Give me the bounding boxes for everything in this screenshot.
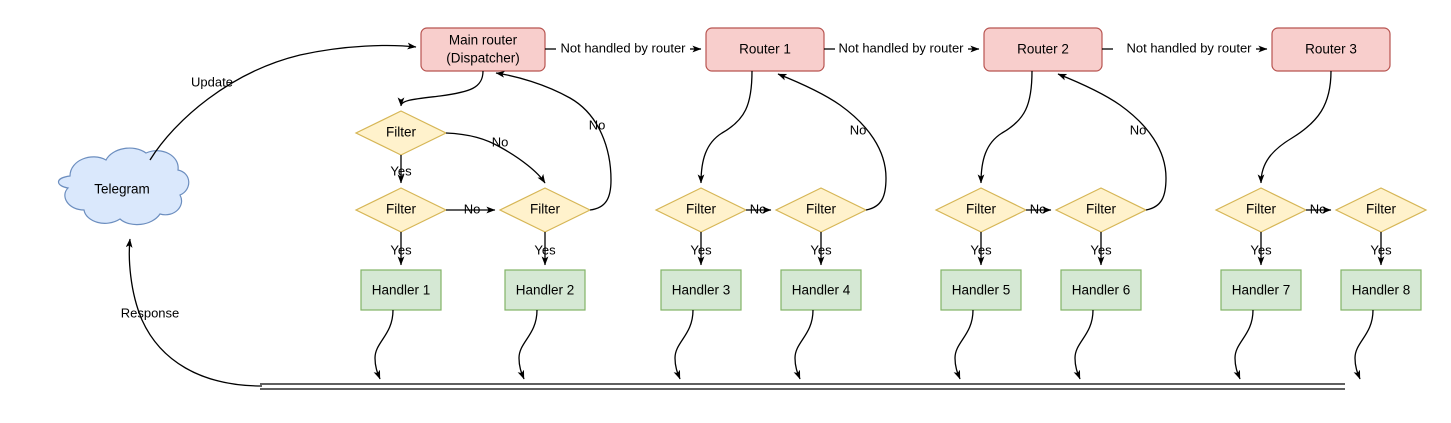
filter-0-label: Filter xyxy=(386,125,417,140)
edge-h3-to-bus xyxy=(673,309,694,380)
edge-label-yes-8: Yes xyxy=(1250,242,1272,257)
cloud-label: Telegram xyxy=(94,182,150,197)
filter-5-label: Filter xyxy=(966,202,997,217)
edge-h1-to-bus xyxy=(373,309,394,380)
edge-label-yes-7: Yes xyxy=(1090,242,1112,257)
router-node-3[interactable]: Router 3 xyxy=(1271,27,1391,72)
handler-8-label: Handler 8 xyxy=(1352,283,1411,298)
filter-node-4[interactable]: Filter xyxy=(774,187,868,233)
edge-r1-to-f3 xyxy=(697,70,753,184)
edge-label-not-handled-1: Not handled by router xyxy=(560,40,686,55)
filter-1-label: Filter xyxy=(386,202,417,217)
filter-6-label: Filter xyxy=(1086,202,1117,217)
filter-node-6[interactable]: Filter xyxy=(1054,187,1148,233)
handler-4-label: Handler 4 xyxy=(792,283,851,298)
edge-label-no-a: No xyxy=(492,134,509,149)
filter-node-8[interactable]: Filter xyxy=(1334,187,1428,233)
router-node-1[interactable]: Router 1 xyxy=(705,27,825,72)
handler-5-label: Handler 5 xyxy=(952,283,1011,298)
router-node-2[interactable]: Router 2 xyxy=(983,27,1103,72)
edge-label-yes-4: Yes xyxy=(690,242,712,257)
edge-label-no-c: No xyxy=(589,117,606,132)
edge-f0-no-f2 xyxy=(445,132,546,184)
edge-h8-to-bus xyxy=(1353,309,1374,380)
edge-update xyxy=(149,42,417,161)
filter-7-label: Filter xyxy=(1246,202,1277,217)
edge-h4-to-bus xyxy=(793,309,814,380)
edge-label-not-handled-2: Not handled by router xyxy=(838,40,964,55)
handler-3-label: Handler 3 xyxy=(672,283,731,298)
filter-node-0[interactable]: Filter xyxy=(354,110,448,156)
filter-node-1[interactable]: Filter xyxy=(354,187,448,233)
filter-8-label: Filter xyxy=(1366,202,1397,217)
edge-label-no-d: No xyxy=(750,201,767,216)
edge-label-yes-9: Yes xyxy=(1370,242,1392,257)
filter-2-label: Filter xyxy=(530,202,561,217)
handler-2-label: Handler 2 xyxy=(516,283,575,298)
cloud-shape xyxy=(57,147,190,226)
edge-response xyxy=(125,238,263,387)
handler-node-3[interactable]: Handler 3 xyxy=(660,269,742,311)
edge-label-response: Response xyxy=(121,305,180,320)
edge-r2-to-f5 xyxy=(977,70,1033,184)
edge-label-yes-5: Yes xyxy=(810,242,832,257)
handler-node-6[interactable]: Handler 6 xyxy=(1060,269,1142,311)
edge-label-yes-2: Yes xyxy=(390,242,412,257)
edge-main-to-f0 xyxy=(397,70,484,107)
router-2-label: Router 2 xyxy=(1017,42,1069,57)
router-1-label: Router 1 xyxy=(739,42,791,57)
telegram-cloud-node[interactable]: Telegram xyxy=(57,147,190,226)
handler-7-label: Handler 7 xyxy=(1232,283,1291,298)
edge-h6-to-bus xyxy=(1073,309,1094,380)
router-3-label: Router 3 xyxy=(1305,42,1357,57)
handler-node-5[interactable]: Handler 5 xyxy=(940,269,1022,311)
filter-4-label: Filter xyxy=(806,202,837,217)
edge-label-update: Update xyxy=(191,74,233,89)
filter-node-2[interactable]: Filter xyxy=(498,187,592,233)
edge-label-no-h: No xyxy=(1310,201,1327,216)
handler-node-4[interactable]: Handler 4 xyxy=(780,269,862,311)
edge-h2-to-bus xyxy=(517,309,538,380)
edge-f4-no-r1 xyxy=(777,73,887,211)
edge-label-no-g: No xyxy=(1130,122,1147,137)
edge-f2-no-main xyxy=(495,70,612,211)
handler-node-1[interactable]: Handler 1 xyxy=(360,269,442,311)
filter-node-5[interactable]: Filter xyxy=(934,187,1028,233)
edge-label-no-e: No xyxy=(850,122,867,137)
edge-label-yes-6: Yes xyxy=(970,242,992,257)
filter-node-3[interactable]: Filter xyxy=(654,187,748,233)
handler-6-label: Handler 6 xyxy=(1072,283,1131,298)
edge-h5-to-bus xyxy=(953,309,974,380)
handler-1-label: Handler 1 xyxy=(372,283,431,298)
filter-3-label: Filter xyxy=(686,202,717,217)
edge-label-yes-3: Yes xyxy=(534,242,556,257)
handler-node-7[interactable]: Handler 7 xyxy=(1220,269,1302,311)
edge-h7-to-bus xyxy=(1233,309,1254,380)
router-main-line1: Main router xyxy=(449,33,518,48)
edge-label-no-f: No xyxy=(1030,201,1047,216)
handler-node-8[interactable]: Handler 8 xyxy=(1340,269,1422,311)
handler-node-2[interactable]: Handler 2 xyxy=(504,269,586,311)
edge-f6-no-r2 xyxy=(1057,73,1167,211)
filter-node-7[interactable]: Filter xyxy=(1214,187,1308,233)
router-node-main[interactable]: Main router (Dispatcher) xyxy=(420,27,546,72)
edge-r3-to-f7 xyxy=(1257,70,1332,184)
edge-label-not-handled-3: Not handled by router xyxy=(1126,40,1252,55)
edge-label-no-b: No xyxy=(464,201,481,216)
router-main-line2: (Dispatcher) xyxy=(446,51,520,66)
edge-label-yes-1: Yes xyxy=(390,163,412,178)
